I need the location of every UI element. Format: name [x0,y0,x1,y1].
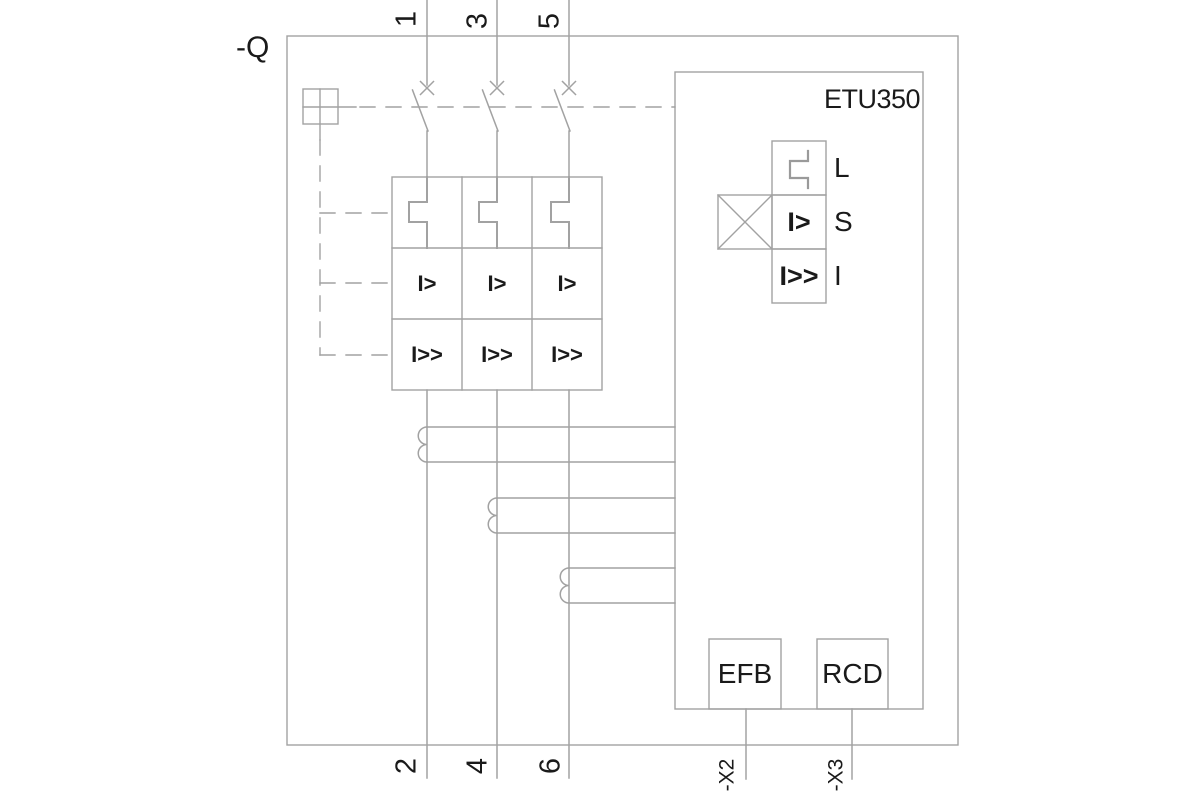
etu-function-label-l: L [834,152,850,183]
ct-3-coil-icon [559,567,570,604]
etu-function-label-s: S [834,206,853,237]
etu-function-label-i: I [834,260,842,291]
grid-overload-cell-1: I> [417,270,437,296]
current-transformer-2 [487,497,676,534]
etu-l-box [771,140,827,196]
pole-2-longtime-step-symbol [478,176,498,249]
aux-terminal-label-x3: -X3 [824,758,848,792]
pole-1-contact-cross-icon [419,80,435,96]
efb-box [708,638,782,710]
ct-1-coil-icon [417,426,428,463]
device-tag-label: -Q [236,31,270,64]
terminal-label-5: 5 [533,12,566,30]
pole-1 [408,0,435,779]
pole-3-switch-blade [553,89,571,132]
pole-1-longtime-step-symbol [408,176,428,249]
terminal-label-4: 4 [461,757,494,775]
pole-2 [478,0,505,779]
rcd-module-label: RCD [822,658,883,689]
device-border [286,35,959,746]
etu-sensor-crossed-box-icon [717,194,773,250]
aux-terminal-label-x2: -X2 [715,758,739,792]
pole-2-contact-cross-icon [489,80,505,96]
trip-element-grid [391,176,603,391]
etu-longtime-step-symbol [788,149,810,190]
current-transformer-1 [417,426,676,463]
pole-3-contact-cross-icon [561,80,577,96]
pole-1-switch-blade [411,89,429,132]
etu-function-stack [717,140,827,304]
pole-2-switch-blade [481,89,499,132]
etu-modules [708,638,889,780]
ct-2-coil-icon [487,497,498,534]
operator-mechanism-icon [302,88,357,141]
pole-3-longtime-step-symbol [550,176,570,249]
terminal-label-2: 2 [390,757,423,775]
grid-overload-cell-2: I> [487,270,507,296]
grid-overload-cell-3: I> [557,270,577,296]
etu-i-box [771,248,827,304]
trip-linkage-dashed-lines [319,106,676,356]
terminal-label-6: 6 [534,757,567,775]
etu-title-label: ETU350 [824,84,921,114]
current-transformer-3 [559,567,676,604]
pole-3 [550,0,577,779]
efb-module-label: EFB [717,658,773,689]
terminal-label-3: 3 [461,12,494,30]
etu-box [674,71,924,710]
etu-s-symbol: I> [787,206,811,237]
grid-shortcircuit-cell-1: I>> [411,341,443,367]
grid-shortcircuit-cell-3: I>> [551,341,583,367]
etu-i-symbol: I>> [779,260,819,291]
grid-shortcircuit-cell-2: I>> [481,341,513,367]
terminal-label-1: 1 [390,10,423,28]
